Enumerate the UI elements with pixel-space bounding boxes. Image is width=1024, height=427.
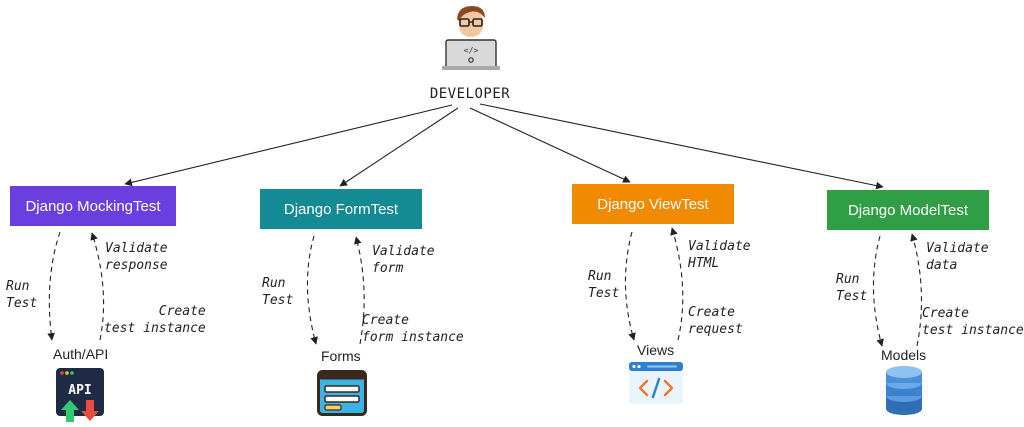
model-create-label: Create test instance	[922, 306, 1024, 338]
developer-label: DEVELOPER	[429, 86, 511, 102]
view-create-label: Create request	[688, 305, 743, 337]
form-validate-label: Validate form	[372, 244, 435, 276]
mocking-create-label: Create test instance	[104, 304, 206, 336]
view-run-test-label: Run Test	[588, 269, 620, 301]
arrow-form-run-test	[306, 235, 318, 345]
django-mocking-test-box: Django MockingTest	[10, 186, 176, 226]
model-run-test-label: Run Test	[836, 272, 868, 304]
mocking-run-test-label: Run Test	[6, 279, 38, 311]
arrow-developer-to-view	[469, 107, 631, 183]
form-icon	[317, 370, 367, 416]
api-icon: API	[56, 368, 104, 422]
arrow-form-validate	[354, 236, 365, 345]
models-label: Models	[881, 347, 927, 363]
arrow-developer-to-mocking	[124, 104, 453, 187]
svg-text:</>: </>	[464, 46, 479, 55]
api-icon-text: API	[68, 383, 91, 398]
developer-laptop-icon: </>	[442, 6, 500, 70]
auth-api-label: Auth/API	[53, 346, 109, 362]
form-test-title: Django FormTest	[283, 200, 399, 218]
arrow-view-validate	[670, 227, 684, 341]
view-test-title: Django ViewTest	[597, 195, 709, 213]
arrow-developer-to-form	[339, 107, 459, 187]
arrow-model-validate	[910, 233, 922, 347]
code-window-icon	[629, 362, 683, 404]
forms-label: Forms	[321, 348, 361, 364]
view-validate-label: Validate HTML	[688, 239, 751, 271]
arrow-mocking-validate	[90, 232, 105, 341]
form-run-test-label: Run Test	[262, 276, 294, 308]
django-model-test-box: Django ModelTest	[827, 190, 989, 230]
django-view-test-box: Django ViewTest	[572, 184, 734, 224]
arrow-model-run-test	[872, 235, 884, 347]
views-label: Views	[637, 342, 675, 358]
mocking-test-title: Django MockingTest	[25, 197, 161, 215]
model-validate-label: Validate data	[926, 241, 989, 273]
form-create-label: Create form instance	[362, 313, 464, 345]
arrow-developer-to-model	[479, 103, 884, 190]
arrow-mocking-run-test	[47, 231, 61, 341]
django-form-test-box: Django FormTest	[260, 189, 422, 229]
mocking-validate-label: Validate response	[105, 241, 168, 273]
model-test-title: Django ModelTest	[847, 201, 969, 219]
arrow-view-run-test	[624, 231, 636, 341]
database-icon	[886, 366, 922, 415]
